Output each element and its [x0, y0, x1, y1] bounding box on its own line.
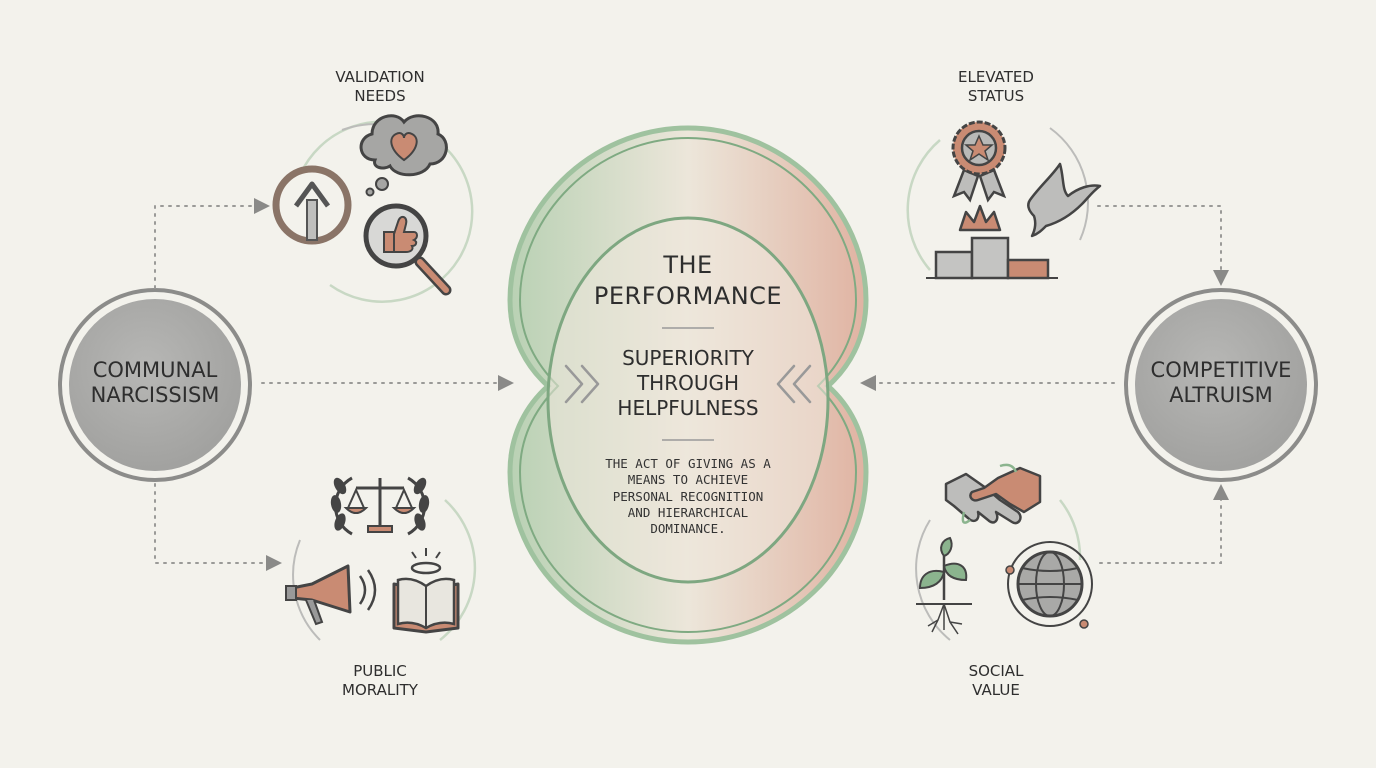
crown-podium-icon [926, 204, 1058, 280]
validation-needs-label: VALIDATION NEEDS [335, 68, 425, 105]
right-chevrons-icon [776, 364, 812, 404]
haloed-book-icon [392, 548, 460, 634]
public-morality-label: PUBLIC MORALITY [342, 662, 418, 699]
heart-thought-bubble-icon [359, 114, 448, 197]
up-arrow-icon [272, 165, 352, 245]
social-value-label: SOCIAL VALUE [968, 662, 1024, 699]
communal-narcissism-label: COMMUNAL NARCISSISM [90, 358, 220, 408]
center-title: THE PERFORMANCE [593, 251, 783, 311]
public-morality-cluster [285, 476, 477, 641]
competitive-altruism-node [1124, 288, 1318, 482]
social-value-cluster [915, 463, 1093, 641]
center-subtitle: SUPERIORITY THROUGH HELPFULNESS [617, 346, 759, 420]
connectors [154, 198, 1229, 571]
competitive-altruism-label: COMPETITIVE ALTRUISM [1150, 358, 1292, 408]
center-inner-ellipse [546, 216, 830, 584]
globe-icon [1005, 541, 1093, 629]
left-chevrons-icon [564, 364, 600, 404]
megaphone-icon [285, 564, 377, 626]
sprout-icon [916, 536, 972, 635]
handshake-icon [944, 463, 1042, 525]
center-performance-shape [507, 125, 869, 645]
communal-narcissism-node [58, 288, 252, 482]
elevated-status-label: ELEVATED STATUS [958, 68, 1034, 105]
elevated-status-cluster [906, 120, 1102, 280]
scales-laurel-icon [330, 476, 430, 536]
thumbs-up-magnifier-icon [363, 203, 452, 296]
award-ribbon-icon [951, 120, 1007, 203]
validation-needs-cluster [272, 114, 474, 303]
dove-icon [1027, 162, 1102, 238]
center-description: THE ACT OF GIVING AS A MEANS TO ACHIEVE … [605, 456, 771, 536]
